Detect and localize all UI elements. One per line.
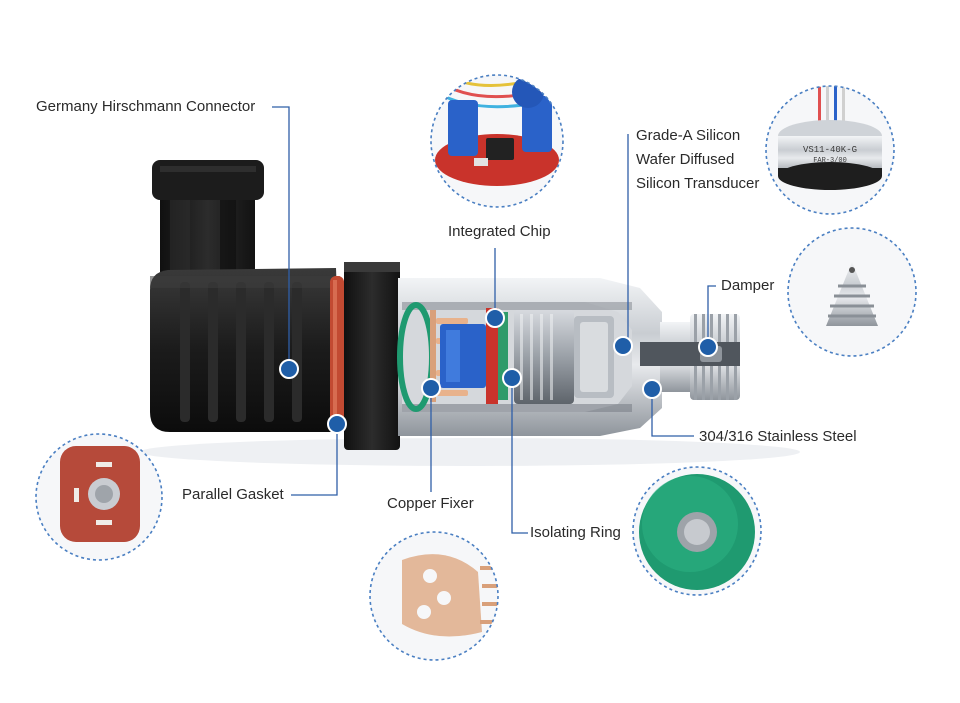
label-transducer: Grade-A Silicon Wafer Diffused Silicon T…: [636, 124, 759, 196]
label-connector: Germany Hirschmann Connector: [36, 98, 256, 115]
inset-damper: [787, 227, 917, 357]
sensor-body: [140, 160, 800, 466]
leader-connector: [272, 106, 290, 369]
label-steel: 304/316 Stainless Steel: [699, 428, 857, 445]
label-gasket: Parallel Gasket: [182, 486, 284, 503]
label-ring: Isolating Ring: [530, 524, 621, 541]
dot-gasket: [327, 414, 347, 434]
leader-damper: [707, 285, 716, 347]
label-copper: Copper Fixer: [387, 495, 474, 512]
inset-copper-fixer: [369, 531, 499, 661]
inset-silicon-transducer: VS11-40K-G FAR-3/00: [765, 85, 895, 215]
gasket-ring: [330, 276, 344, 426]
callout-dots: [279, 308, 718, 434]
floor-reflection: [140, 438, 800, 466]
dot-damper: [698, 337, 718, 357]
leader-gasket: [291, 424, 338, 496]
dot-steel: [642, 379, 662, 399]
inset-integrated-chip: [430, 74, 564, 208]
label-chip: Integrated Chip: [448, 223, 551, 240]
transducer-marking-line1: VS11-40K-G: [803, 145, 857, 155]
label-transducer-line1: Grade-A Silicon: [636, 127, 741, 144]
label-transducer-line2: Wafer Diffused: [636, 151, 735, 168]
hex-base: [344, 262, 400, 450]
label-damper: Damper: [721, 277, 775, 294]
dot-copper: [421, 378, 441, 398]
dot-connector: [279, 359, 299, 379]
pressure-port: [640, 314, 740, 400]
dot-ring: [502, 368, 522, 388]
dot-chip: [485, 308, 505, 328]
internal-electronics: [397, 302, 614, 412]
inset-isolating-ring: [632, 466, 762, 596]
leader-lines: [272, 106, 716, 534]
connector-gland: [152, 160, 264, 290]
inset-parallel-gasket: [35, 433, 163, 561]
dot-transducer: [613, 336, 633, 356]
connector-housing: [150, 268, 342, 432]
transducer-marking-line2: FAR-3/00: [813, 157, 847, 165]
leader-steel: [651, 389, 694, 437]
leader-ring: [511, 378, 528, 534]
label-transducer-line3: Silicon Transducer: [636, 175, 760, 192]
